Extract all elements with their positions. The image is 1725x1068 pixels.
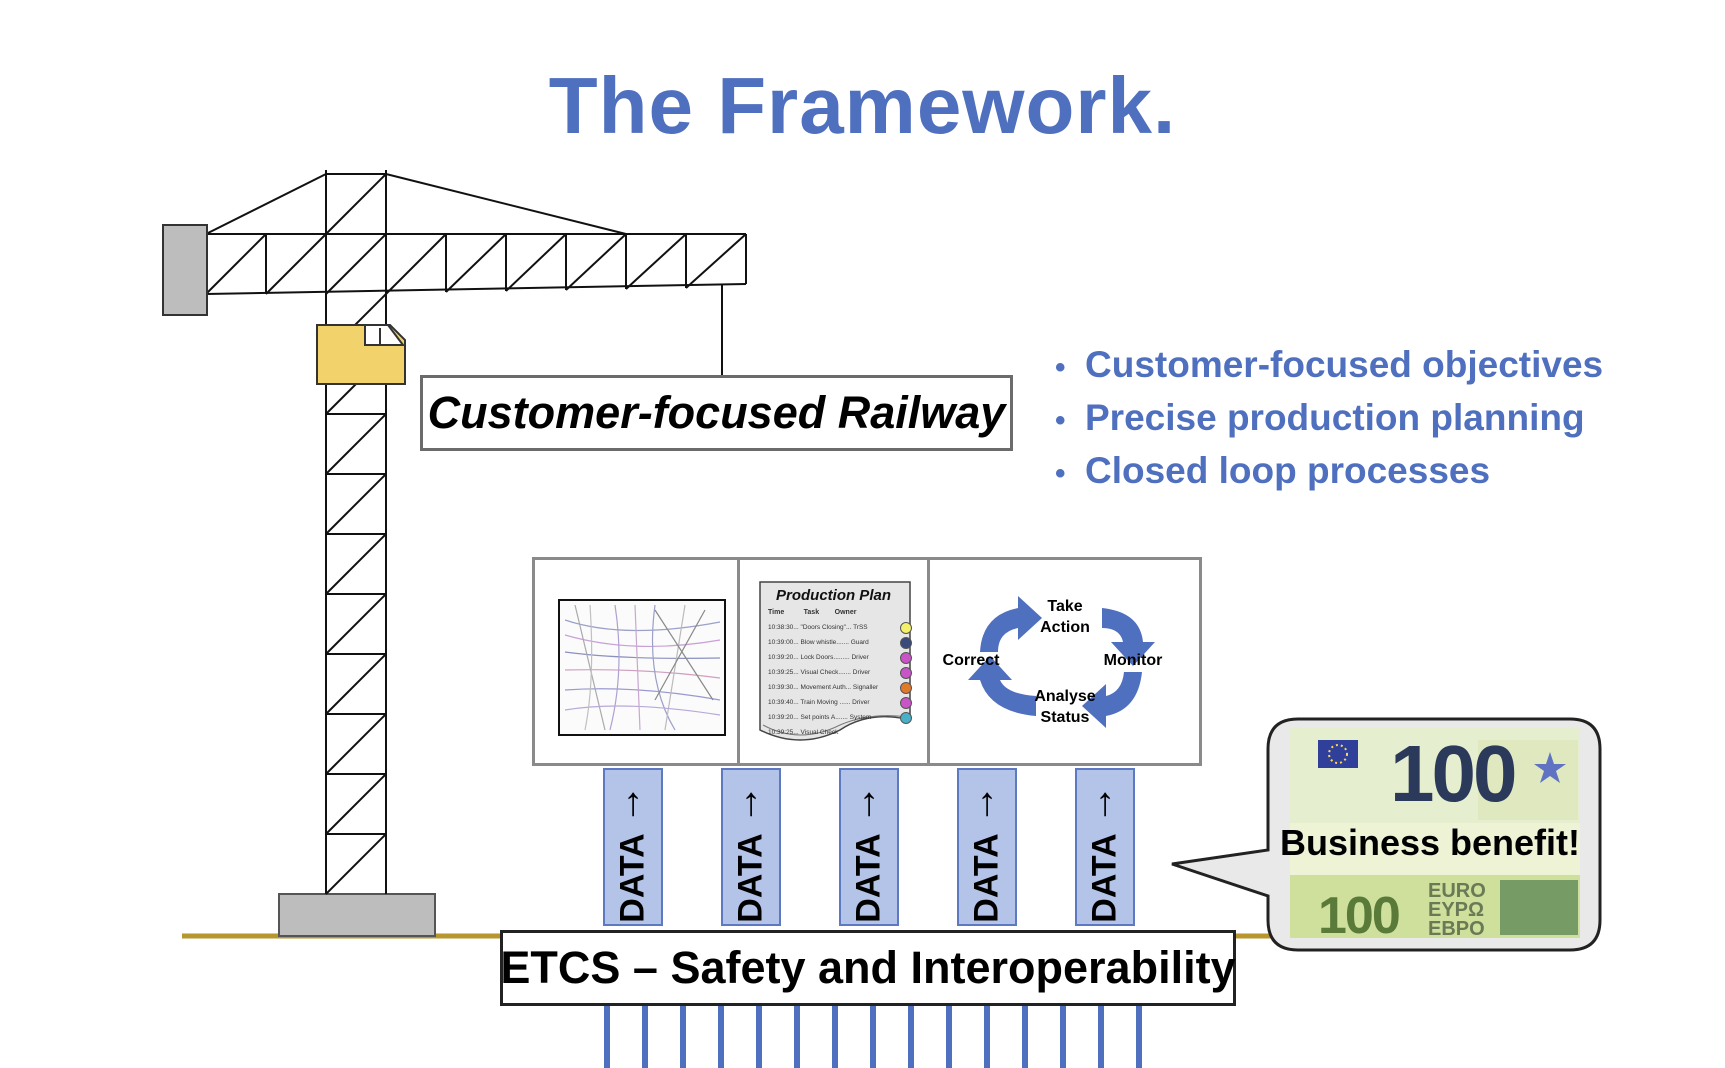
production-plan-panel: Production Plan Time Task Owner 10:38:30… xyxy=(740,560,930,763)
network-map-image xyxy=(558,599,726,736)
crane-base xyxy=(278,893,436,937)
owner-dot-icon xyxy=(900,682,912,694)
owner-dot-icon xyxy=(900,667,912,679)
banknote-value-top: 100 xyxy=(1390,729,1517,818)
plan-row: 10:39:25... Visual Check....... Driver xyxy=(768,665,918,680)
closed-loop-panel: Take Action Monitor Analyse Status Corre… xyxy=(930,560,1199,763)
loop-label-take-action: Take Action xyxy=(1040,598,1090,636)
data-column: ↑ DATA xyxy=(721,768,781,926)
owner-dot-icon xyxy=(900,697,912,709)
crane-counterweight xyxy=(162,224,208,316)
owner-dot-icon xyxy=(900,652,912,664)
plan-row-text: 10:39:00... Blow whistle....... Guard xyxy=(768,639,869,646)
plan-rows: 10:38:30... "Doors Closing"... TrSS 10:39… xyxy=(768,620,918,740)
foundation-label: ETCS – Safety and Interoperability xyxy=(500,930,1236,1006)
network-map-panel xyxy=(535,560,740,763)
data-column: ↑ DATA xyxy=(957,768,1017,926)
plan-row-text: 10:38:30... "Doors Closing"... TrSS xyxy=(768,624,868,631)
crane-jib xyxy=(205,173,747,375)
data-column: ↑ DATA xyxy=(839,768,899,926)
eu-flag-icon xyxy=(1318,740,1358,768)
up-arrow-icon: ↑ xyxy=(1095,780,1115,824)
plan-row: 10:39:00... Blow whistle....... Guard xyxy=(768,635,918,650)
plan-row: 10:39:30... Movement Auth... Signaller xyxy=(768,680,918,695)
plan-row-text: 10:39:20... Lock Doors......... Driver xyxy=(768,654,869,661)
framework-panels: Production Plan Time Task Owner 10:38:30… xyxy=(532,557,1202,766)
owner-dot-icon xyxy=(900,637,912,649)
star-icon xyxy=(1534,752,1566,783)
benefit-text: Business benefit! xyxy=(1279,822,1581,863)
data-column: ↑ DATA xyxy=(1075,768,1135,926)
foundation-piles xyxy=(604,1006,1142,1068)
up-arrow-icon: ↑ xyxy=(741,780,761,824)
objective-item: Customer-focused objectives xyxy=(1055,340,1603,393)
plan-row-text: 10:39:20... Set points A....... System xyxy=(768,714,872,721)
loop-label-analyse-status: Analyse Status xyxy=(1034,688,1096,726)
plan-document xyxy=(759,581,911,741)
objective-item: Closed loop processes xyxy=(1055,446,1603,499)
loop-arrows xyxy=(968,596,1155,728)
up-arrow-icon: ↑ xyxy=(623,780,643,824)
data-column: ↑ DATA xyxy=(603,768,663,926)
loop-label-monitor: Monitor xyxy=(1103,652,1163,669)
plan-row-text: 10:39:25... Visual Check....... Driver xyxy=(768,669,871,676)
up-arrow-icon: ↑ xyxy=(977,780,997,824)
plan-title: Production Plan xyxy=(775,587,891,604)
objective-list: Customer-focused objectives Precise prod… xyxy=(1055,340,1603,499)
banknote-words: EURO EYPΩ EBPO xyxy=(1428,880,1486,940)
objective-item: Precise production planning xyxy=(1055,393,1603,446)
crane-load-label: Customer-focused Railway xyxy=(420,375,1013,451)
plan-row: 10:39:40... Train Moving ...... Driver xyxy=(768,695,918,710)
plan-row: 10:39:20... Lock Doors......... Driver xyxy=(768,650,918,665)
owner-dot-icon xyxy=(900,712,912,724)
plan-header: Time Task Owner xyxy=(768,609,857,616)
plan-row-text: 10:39:25... Visual Check xyxy=(768,729,839,736)
banknote-value-bottom: 100 xyxy=(1318,887,1401,945)
loop-label-correct: Correct xyxy=(942,652,1000,669)
page-title: The Framework. xyxy=(548,61,1177,150)
up-arrow-icon: ↑ xyxy=(859,780,879,824)
plan-row: 10:39:20... Set points A....... System xyxy=(768,710,918,725)
owner-dot-icon xyxy=(900,622,912,634)
plan-row-text: 10:39:30... Movement Auth... Signaller xyxy=(768,684,879,691)
plan-row: 10:38:30... "Doors Closing"... TrSS xyxy=(768,620,918,635)
plan-row-text: 10:39:40... Train Moving ...... Driver xyxy=(768,699,870,706)
plan-row: 10:39:25... Visual Check xyxy=(768,725,918,740)
